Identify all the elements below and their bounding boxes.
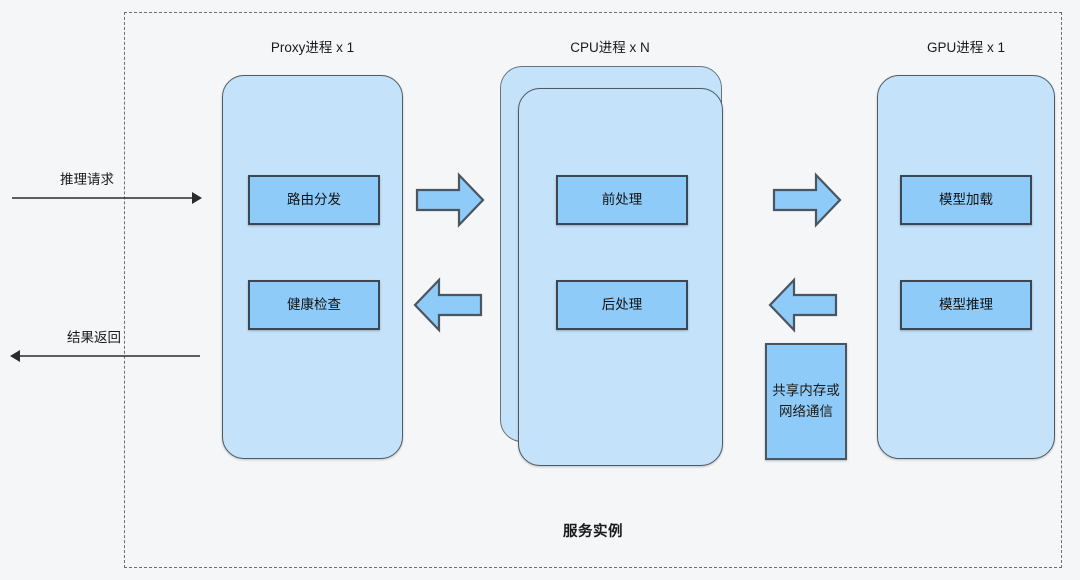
task-health-check[interactable]: 健康检查 xyxy=(248,280,380,330)
inference-request-label: 推理请求 xyxy=(60,172,114,187)
task-postprocess-label: 后处理 xyxy=(601,296,643,312)
ipc-line-1: 共享内存或 xyxy=(772,383,840,399)
task-model-load[interactable]: 模型加载 xyxy=(900,175,1032,225)
task-model-inference[interactable]: 模型推理 xyxy=(900,280,1032,330)
result-return-arrow xyxy=(10,348,200,364)
task-preprocess-label: 前处理 xyxy=(601,191,643,207)
arrow-cpu-to-proxy xyxy=(413,277,483,333)
task-health-check-label: 健康检查 xyxy=(287,296,341,312)
ipc-line-2: 网络通信 xyxy=(779,403,833,419)
gpu-column-caption: GPU进程 x 1 xyxy=(926,40,1005,55)
proxy-process-container[interactable] xyxy=(222,75,403,459)
service-instance-label: 服务实例 xyxy=(563,524,623,540)
result-return-label: 结果返回 xyxy=(67,330,121,345)
proxy-column-caption: Proxy进程 x 1 xyxy=(270,40,355,55)
task-route-dispatch[interactable]: 路由分发 xyxy=(248,175,380,225)
task-model-inference-label: 模型推理 xyxy=(939,296,993,312)
arrow-proxy-to-cpu xyxy=(415,172,485,228)
task-postprocess[interactable]: 后处理 xyxy=(556,280,688,330)
arrow-cpu-to-gpu xyxy=(772,172,842,228)
service-instance-boundary xyxy=(124,12,1062,568)
task-model-load-label: 模型加载 xyxy=(939,191,993,207)
cpu-column-caption: CPU进程 x N xyxy=(570,40,650,55)
ipc-shared-memory-box[interactable]: 共享内存或 网络通信 xyxy=(765,343,847,460)
gpu-process-container[interactable] xyxy=(877,75,1055,459)
arrow-gpu-to-cpu xyxy=(768,277,838,333)
cpu-process-container-front[interactable] xyxy=(518,88,723,466)
task-route-dispatch-label: 路由分发 xyxy=(287,191,341,207)
task-preprocess[interactable]: 前处理 xyxy=(556,175,688,225)
inference-request-arrow xyxy=(12,190,202,206)
